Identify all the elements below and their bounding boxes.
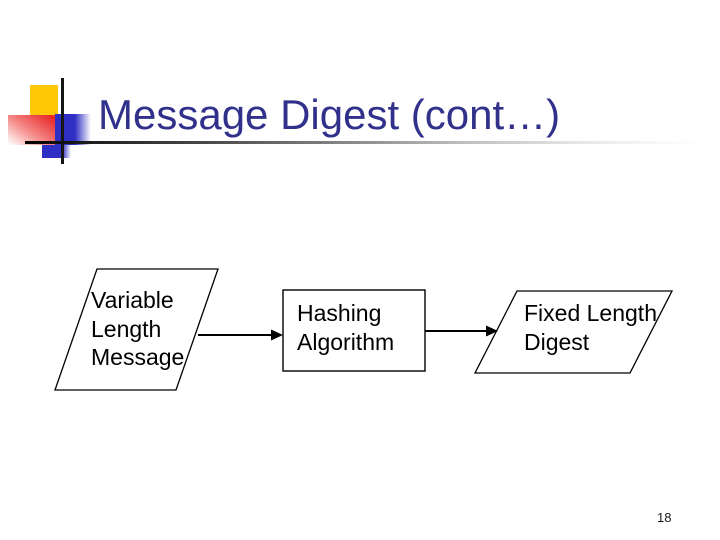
title-underline <box>25 141 705 144</box>
slide-title: Message Digest (cont…) <box>98 91 561 138</box>
arrowhead-input-to-process-icon <box>271 329 283 341</box>
output-parallelogram-shape <box>473 290 674 374</box>
process-rectangle-shape <box>282 289 426 372</box>
decoration-red-square <box>8 115 55 145</box>
input-node-label: Variable Length Message <box>91 287 185 370</box>
output-node-label: Fixed Length Digest <box>524 300 657 355</box>
decoration-yellow-square <box>30 85 58 116</box>
process-node-label: Hashing Algorithm <box>297 300 395 355</box>
arrowhead-process-to-output-icon <box>486 325 498 337</box>
input-parallelogram-shape <box>54 268 219 391</box>
page-number: 18 <box>657 510 672 525</box>
decoration-vertical-line <box>61 78 64 164</box>
